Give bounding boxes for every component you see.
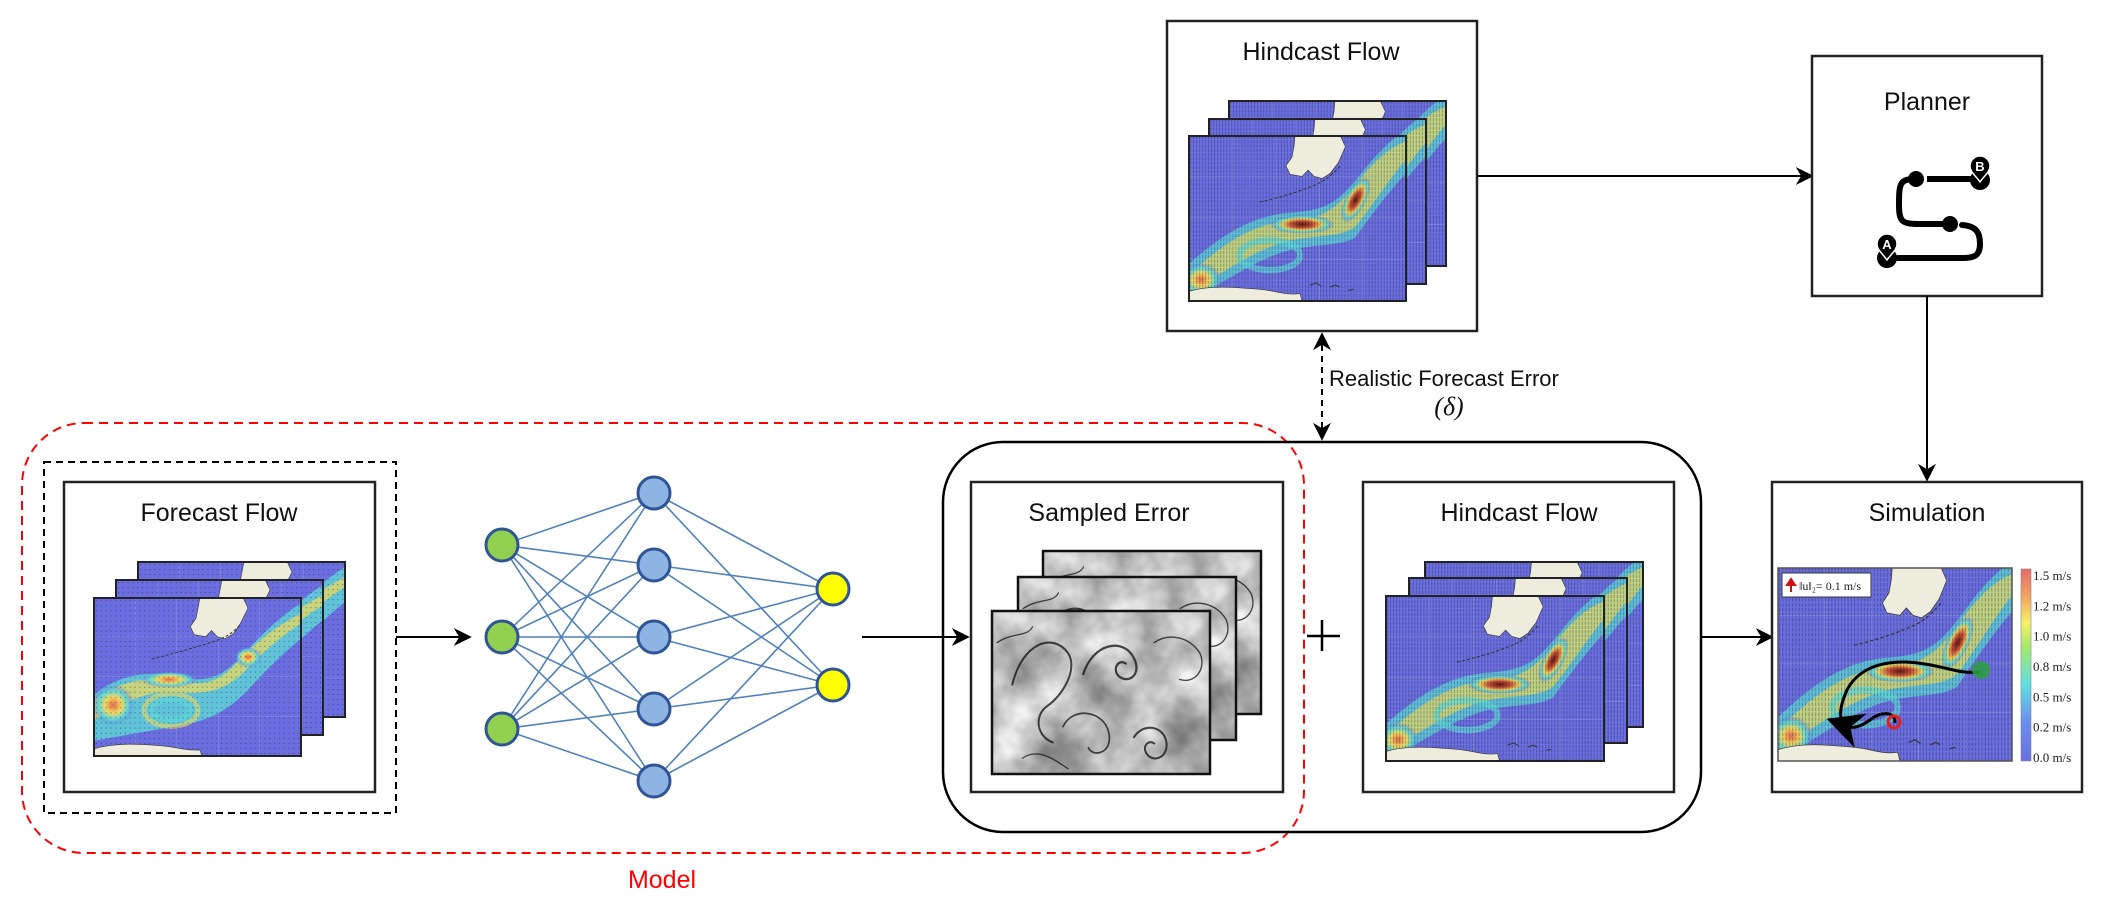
nn-edge-input-0-to-hidden-4	[501, 544, 655, 782]
nn-edge-hidden-2-to-output-1	[653, 636, 834, 686]
start-marker	[1886, 714, 1902, 730]
simulation-group: Simulation ‖u‖₂= 0.1 m/s 1.5 m/s1.2 m/s1…	[1770, 480, 2084, 794]
forecast-error-label: Realistic Forecast Error	[1329, 366, 1559, 391]
simulation-plot: ‖u‖₂= 0.1 m/s 1.5 m/s 1.2 m/s 1.0 m/s 0.8 m…	[1777, 567, 2071, 765]
colorbar-tick-label: 1.0 m/s	[2033, 629, 2071, 644]
nn-node-input-2	[484, 711, 520, 747]
vehicle-trajectory	[1839, 660, 1981, 729]
hindcast-flow-bottom-group: Hindcast Flow	[1361, 480, 1676, 794]
nn-node-input-1	[484, 619, 520, 655]
colorbar-tick-label: 0.2 m/s	[2033, 720, 2071, 735]
legend-text: ‖u‖₂= 0.1 m/s	[1799, 579, 1861, 593]
nn-node-hidden-0	[636, 475, 672, 511]
sampled-error-title: Sampled Error	[1028, 499, 1189, 527]
error-map-layer-1	[992, 611, 1210, 774]
nn-edge-input-2-to-hidden-0	[501, 492, 655, 730]
colorbar-tick-label: 1.5 m/s	[2033, 568, 2071, 583]
destination-pin-icon: B	[1969, 155, 1991, 190]
nn-edge-input-2-to-hidden-3	[501, 708, 655, 730]
planner-group: Planner B A	[1810, 54, 2044, 298]
current-velocity-arrow	[1826, 713, 1867, 748]
nn-edge-input-2-to-hidden-2	[501, 636, 655, 730]
model-boundary	[21, 422, 1305, 854]
model-label: Model	[628, 866, 696, 894]
nn-edge-hidden-2-to-output-0	[653, 588, 834, 638]
planner-title: Planner	[1884, 88, 1970, 116]
start-pin-label: A	[1882, 237, 1892, 252]
goal-marker	[1972, 661, 1990, 679]
sampled-error-group: Sampled Error	[969, 480, 1285, 794]
hindcast-flow-top-group: Hindcast Flow	[1165, 19, 1479, 333]
nn-edge-hidden-3-to-output-0	[653, 588, 834, 710]
nn-node-input-0	[484, 527, 520, 563]
hindcast-flow-bottom-title: Hindcast Flow	[1441, 499, 1599, 527]
legend-arrow-icon	[1785, 577, 1797, 592]
nn-edge-hidden-4-to-output-0	[653, 588, 834, 782]
nn-edge-hidden-3-to-output-1	[653, 684, 834, 710]
colorbar-tick-label: 1.2 m/s	[2033, 598, 2071, 613]
hindcast-bottom-layer-1	[1378, 591, 1604, 761]
nn-node-hidden-1	[636, 547, 672, 583]
plot-legend	[1781, 572, 1872, 598]
forecast-error-symbol: (δ)	[1434, 392, 1463, 421]
plus-operator-icon	[1307, 620, 1340, 651]
start-pin-icon: A	[1876, 233, 1898, 268]
forecast-input-dashed-frame	[43, 461, 397, 814]
hindcast-bottom-stack	[1378, 561, 1644, 762]
hindcast-top-stack	[1181, 100, 1447, 302]
nn-edge-input-0-to-hidden-2	[501, 544, 655, 638]
nn-node-output-1	[815, 667, 851, 703]
nn-edge-input-0-to-hidden-1	[501, 544, 655, 566]
nn-edge-hidden-0-to-output-1	[653, 492, 834, 686]
nn-node-hidden-4	[636, 763, 672, 799]
nn-node-hidden-2	[636, 619, 672, 655]
nn-edge-input-0-to-hidden-0	[501, 492, 655, 546]
nn-edge-input-1-to-hidden-3	[501, 636, 655, 710]
route-icon: B A	[1876, 155, 1991, 268]
forecast-flow-title: Forecast Flow	[141, 499, 299, 527]
nn-edge-input-1-to-hidden-4	[501, 636, 655, 782]
colorbar-ticks: 1.5 m/s 1.2 m/s 1.0 m/s 0.8 m/s 0.5 m/s 0.2 m…	[2033, 568, 2071, 765]
hindcast-flow-top-title: Hindcast Flow	[1243, 38, 1401, 66]
nn-edge-input-2-to-hidden-4	[501, 728, 655, 782]
nn-node-output-0	[815, 571, 851, 607]
forecast-flow-stack	[92, 561, 346, 757]
hindcast-top-layer-1	[1181, 131, 1406, 301]
forecast-map-layer-1	[92, 598, 301, 756]
colorbar-tick-label: 0.0 m/s	[2033, 750, 2071, 765]
simulation-title: Simulation	[1869, 499, 1986, 527]
colorbar-tick-label: 0.5 m/s	[2033, 689, 2071, 704]
nn-edge-hidden-1-to-output-1	[653, 564, 834, 686]
colorbar-tick-label: 0.8 m/s	[2033, 659, 2071, 674]
forecast-flow-group: Forecast Flow	[43, 461, 397, 814]
nn-edge-input-1-to-hidden-1	[501, 564, 655, 638]
nn-edge-input-2-to-hidden-1	[501, 564, 655, 730]
destination-pin-label: B	[1975, 159, 1984, 174]
nn-edge-input-0-to-hidden-3	[501, 544, 655, 710]
nn-edge-hidden-1-to-output-0	[653, 564, 834, 590]
sampled-error-stack	[990, 549, 1263, 776]
nn-edge-hidden-4-to-output-1	[653, 684, 834, 782]
nn-edge-hidden-0-to-output-0	[653, 492, 834, 590]
nn-edge-input-1-to-hidden-0	[501, 492, 655, 638]
nn-node-hidden-3	[636, 691, 672, 727]
neural-network	[484, 475, 851, 799]
colorbar	[2020, 568, 2032, 762]
